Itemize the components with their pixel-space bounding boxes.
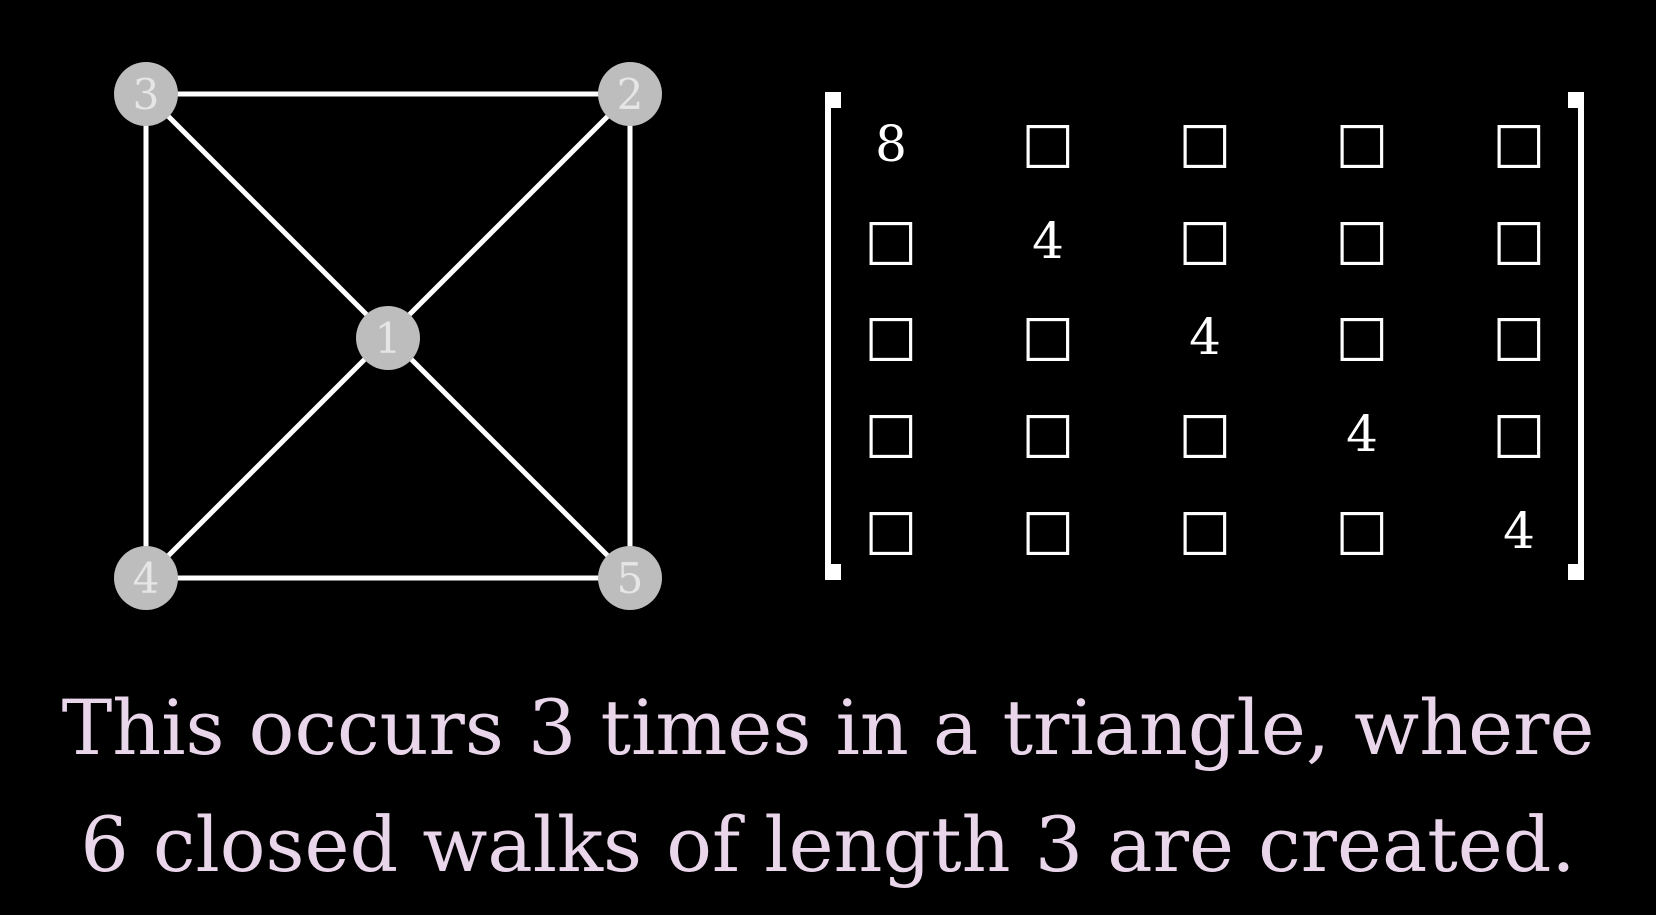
matrix-cell-placeholder: □	[1493, 110, 1546, 175]
node-circle	[356, 306, 420, 370]
node-label: 3	[133, 70, 160, 119]
matrix-cell-placeholder: □	[1022, 400, 1075, 465]
matrix-left-bracket	[825, 92, 841, 580]
node-3: 3	[114, 62, 178, 126]
matrix-cell-placeholder: □	[865, 400, 918, 465]
node-5: 5	[598, 546, 662, 610]
matrix-cell-placeholder: □	[1493, 303, 1546, 368]
matrix-cell-placeholder: □	[1179, 110, 1232, 175]
matrix-cell-placeholder: □	[1493, 400, 1546, 465]
caption-line-2: 6 closed walks of length 3 are created.	[80, 800, 1576, 889]
matrix-cell-placeholder: □	[1179, 207, 1232, 272]
matrix-cell-placeholder: □	[1336, 303, 1389, 368]
matrix-right-bracket	[1568, 92, 1584, 580]
caption-line-1: This occurs 3 times in a triangle, where	[61, 683, 1595, 772]
node-label: 1	[375, 314, 402, 363]
node-circle	[598, 62, 662, 126]
matrix-cell-placeholder: □	[1179, 400, 1232, 465]
matrix-cell-placeholder: □	[1022, 110, 1075, 175]
matrix-cell-placeholder: □	[1022, 497, 1075, 562]
node-label: 4	[133, 554, 160, 603]
matrix-cell-value: 4	[1189, 308, 1221, 366]
matrix-cell-placeholder: □	[1336, 207, 1389, 272]
node-circle	[114, 546, 178, 610]
matrix-cell-value: 8	[875, 115, 907, 173]
node-circle	[598, 546, 662, 610]
node-1: 1	[356, 306, 420, 370]
matrix-cell-value: 4	[1503, 502, 1535, 560]
matrix-cell-placeholder: □	[1336, 497, 1389, 562]
matrix-cell-placeholder: □	[865, 497, 918, 562]
matrix-cell-value: 4	[1346, 405, 1378, 463]
node-label: 5	[617, 554, 644, 603]
graph-nodes: 1 2 3 4 5	[114, 62, 662, 610]
matrix-cells: 8 □ □ □ □ □ 4 □ □ □ □ □ 4 □ □ □ □ □ 4 □ □ □ □ □ 4	[865, 110, 1546, 562]
matrix-cell-placeholder: □	[865, 303, 918, 368]
node-circle	[114, 62, 178, 126]
matrix-cell-placeholder: □	[865, 207, 918, 272]
matrix-cell-placeholder: □	[1022, 303, 1075, 368]
node-4: 4	[114, 546, 178, 610]
matrix: 8 □ □ □ □ □ 4 □ □ □ □ □ 4 □ □ □ □ □ 4 □ □ □ □ □ 4	[825, 92, 1584, 580]
node-2: 2	[598, 62, 662, 126]
graph-diagram: 1 2 3 4 5	[114, 62, 662, 610]
matrix-cell-placeholder: □	[1179, 497, 1232, 562]
matrix-cell-placeholder: □	[1336, 110, 1389, 175]
node-label: 2	[617, 70, 644, 119]
matrix-cell-value: 4	[1032, 212, 1064, 270]
matrix-cell-placeholder: □	[1493, 207, 1546, 272]
